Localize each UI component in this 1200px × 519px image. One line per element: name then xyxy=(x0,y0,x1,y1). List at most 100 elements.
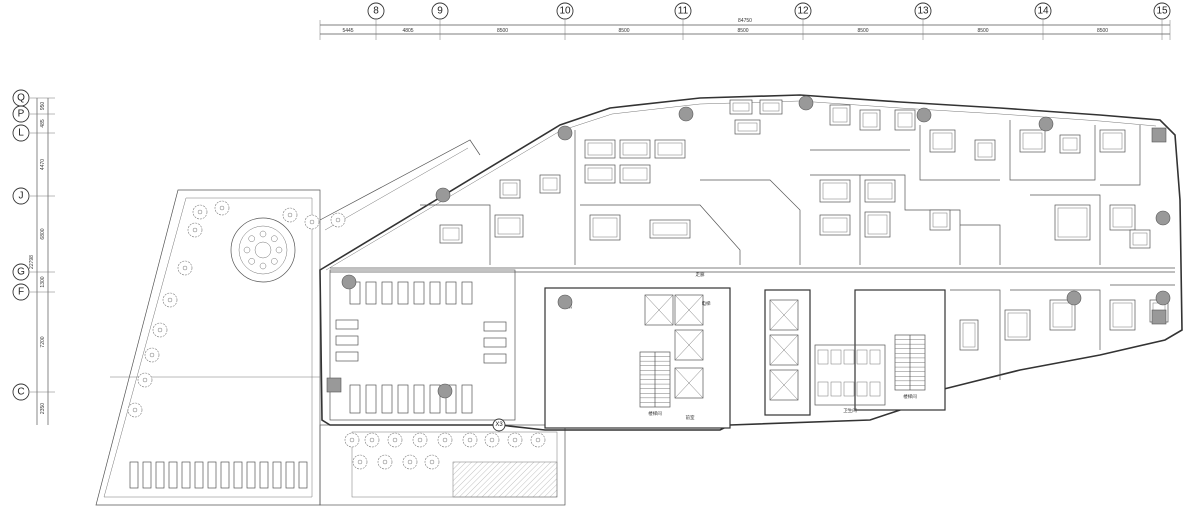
column xyxy=(557,125,573,141)
segment-dimension-top: 5445 xyxy=(342,28,353,34)
desk xyxy=(461,281,473,305)
office-table xyxy=(1109,204,1136,231)
toilet-label: 卫生间 xyxy=(843,407,857,414)
grid-label-top: 14 xyxy=(1037,6,1049,17)
grid-bubble-top: 11 xyxy=(674,2,692,20)
toilets: 卫生间 xyxy=(814,344,886,414)
elevator-car xyxy=(769,334,799,366)
west-desk-rows xyxy=(335,281,507,414)
tree-symbol xyxy=(330,212,346,228)
segment-dimension-left: 6800 xyxy=(40,228,46,239)
grid-bubble-top: 15 xyxy=(1153,2,1171,20)
tree-symbol xyxy=(137,372,153,388)
segment-dimension-left: 7200 xyxy=(40,336,46,347)
office-table xyxy=(1054,204,1091,241)
tree-symbol xyxy=(364,432,380,448)
segment-dimension-top: 8500 xyxy=(1097,28,1108,34)
terrace-cell xyxy=(272,461,282,489)
terrace-cell xyxy=(207,461,217,489)
service-core: 楼梯间 楼梯间 卫生间 机房 前室 电梯 xyxy=(544,287,946,429)
elevator-car xyxy=(674,329,704,361)
elevator-label: 电梯 xyxy=(702,300,711,307)
segment-dimension-top: 8500 xyxy=(977,28,988,34)
office-table xyxy=(819,214,851,236)
desk xyxy=(483,321,507,332)
terrace-cell xyxy=(155,461,165,489)
grid-label-left: F xyxy=(18,287,24,298)
terrace-cell xyxy=(220,461,230,489)
desk xyxy=(365,384,377,414)
office-table xyxy=(619,139,651,159)
grid-bubble-left: G xyxy=(12,263,30,281)
tree-symbol xyxy=(387,432,403,448)
left-dimension-chain: 22798 xyxy=(29,98,49,425)
grid-label-left: L xyxy=(18,128,24,139)
terrace-cell xyxy=(233,461,243,489)
open-office-west xyxy=(329,269,516,421)
stair-east: 楼梯间 xyxy=(894,334,926,400)
terrace-cell xyxy=(142,461,152,489)
desk xyxy=(413,384,425,414)
office-table xyxy=(589,214,621,241)
tree-symbol xyxy=(152,322,168,338)
building-outline xyxy=(319,94,1183,431)
tree-symbol xyxy=(377,454,393,470)
desk xyxy=(397,384,409,414)
grid-bubble-top: 8 xyxy=(367,2,385,20)
grid-label-left: P xyxy=(18,109,25,120)
tree-symbol xyxy=(162,292,178,308)
grid-bubble-left: L xyxy=(12,124,30,142)
elevator-car xyxy=(769,299,799,331)
tree-symbol xyxy=(462,432,478,448)
grid-label-top: 11 xyxy=(678,6,689,17)
grid-bubble-top: 10 xyxy=(556,2,574,20)
segment-dimension-top: 8500 xyxy=(497,28,508,34)
grid-bubble-left: Q xyxy=(12,89,30,107)
elevator-car xyxy=(674,367,704,399)
terrace-cell xyxy=(129,461,139,489)
overall-dimension-left: 22798 xyxy=(29,255,35,269)
column xyxy=(1151,309,1167,325)
column xyxy=(916,107,932,123)
grid-bubble-left: P xyxy=(12,105,30,123)
office-table xyxy=(494,214,524,238)
office-table xyxy=(894,109,916,131)
desk xyxy=(445,384,457,414)
marker-x3-label: X3 xyxy=(495,422,503,428)
desk xyxy=(381,281,393,305)
column xyxy=(1151,127,1167,143)
segment-dimension-top: 4805 xyxy=(402,28,413,34)
tree-symbol xyxy=(177,260,193,276)
segment-dimension-left: 4470 xyxy=(40,159,46,170)
office-table xyxy=(819,179,851,203)
tree-symbol xyxy=(437,432,453,448)
office-table xyxy=(439,224,463,244)
office-table xyxy=(539,174,561,194)
stair-label-west: 楼梯间 xyxy=(648,410,662,417)
segment-dimension-left: 2350 xyxy=(40,403,46,414)
tree-symbol xyxy=(507,432,523,448)
elevator-car xyxy=(674,294,704,326)
desk xyxy=(461,384,473,414)
office-table xyxy=(759,99,783,115)
office-table xyxy=(1099,129,1126,153)
office-table xyxy=(584,164,616,184)
column xyxy=(437,383,453,399)
column xyxy=(1038,116,1054,132)
office-table xyxy=(1004,309,1031,341)
grid-bubble-top: 13 xyxy=(914,2,932,20)
terrace-cell xyxy=(168,461,178,489)
toilet-stall xyxy=(830,381,842,397)
toilet-stall xyxy=(856,349,868,365)
office-table xyxy=(1059,134,1081,154)
overall-dimension-top: 84750 xyxy=(738,18,752,24)
desk xyxy=(397,281,409,305)
office-table xyxy=(864,211,891,238)
grid-label-left: C xyxy=(17,387,24,398)
office-table xyxy=(654,139,686,159)
terrace-cell xyxy=(194,461,204,489)
stair-label-east: 楼梯间 xyxy=(903,393,917,400)
